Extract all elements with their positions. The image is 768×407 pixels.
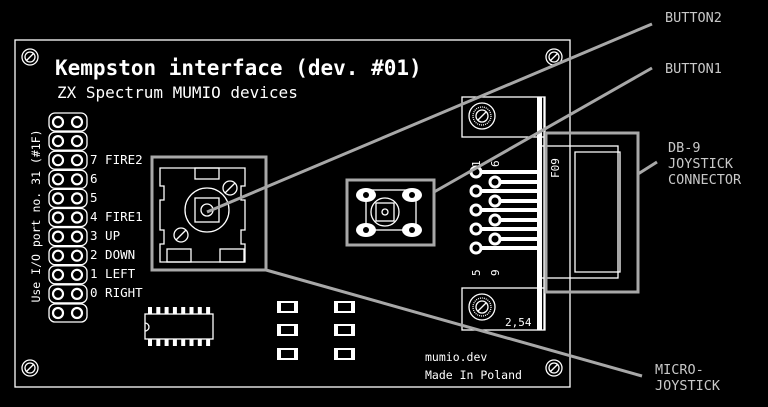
db9-pins (469, 165, 538, 255)
smd-component (334, 301, 355, 313)
pitch-label: 2,54 (505, 316, 532, 329)
header-pin-pair (48, 284, 88, 304)
db9-pin (488, 213, 502, 227)
pin-label: 4 FIRE1 (90, 209, 143, 224)
header-pin-pair (48, 112, 88, 132)
callout-db9-line2: JOYSTICK (668, 156, 734, 172)
smd-component (277, 324, 298, 336)
pin-header (48, 112, 88, 323)
callout-db9-line3: CONNECTOR (668, 172, 742, 188)
board-outline (14, 39, 571, 388)
header-pin-pair (48, 246, 88, 266)
db9-pin (469, 184, 483, 198)
smd-component (334, 348, 355, 360)
callout-button1: BUTTON1 (665, 61, 722, 77)
io-port-note: Use I/O port no. 31 (#1F) (29, 129, 43, 302)
smd-pads (277, 301, 355, 360)
db9-leader-line (637, 160, 658, 176)
db9-pin1-label: 1 (470, 160, 483, 167)
pin-label: 5 (90, 190, 98, 205)
button-footprint (356, 188, 422, 237)
db9-pin (488, 194, 502, 208)
callout-micro-line1: MICRO- (655, 362, 704, 378)
pin-label: 3 UP (90, 228, 120, 243)
db9-pin (469, 222, 483, 236)
db9-pin6-label: 6 (489, 160, 502, 167)
button1-leader-line (433, 66, 653, 194)
header-pin-pair (48, 188, 88, 209)
mounting-holes (21, 48, 563, 377)
board-subtitle: ZX Spectrum MUMIO devices (57, 83, 298, 102)
smd-component (277, 301, 298, 313)
db9-pin (469, 241, 483, 255)
header-pin-pair (48, 169, 88, 189)
micro-joystick-leader-line (265, 268, 643, 378)
smd-component (334, 324, 355, 336)
pin-label: 1 LEFT (90, 266, 136, 281)
smd-component (277, 348, 298, 360)
ic-soic (144, 307, 214, 346)
pin-label: 6 (90, 171, 98, 186)
db9-pin (469, 203, 483, 217)
header-pin-pair (48, 265, 88, 285)
header-pin-pair (48, 150, 88, 170)
header-pin-pair (48, 131, 88, 151)
footer-url: mumio.dev (425, 350, 487, 364)
db9-footprint (461, 96, 621, 331)
pin-label: 0 RIGHT (90, 285, 143, 300)
pin-label: 2 DOWN (90, 247, 135, 262)
callout-db9-line1: DB-9 (668, 140, 701, 156)
callout-micro-line2: JOYSTICK (655, 378, 721, 394)
footer-made-in: Made In Poland (425, 368, 522, 382)
header-pin-pair (48, 226, 88, 247)
db9-highlight (544, 131, 640, 294)
db9-pin (488, 232, 502, 246)
pin-label: 7 FIRE2 (90, 152, 143, 167)
micro-joystick-highlight (150, 155, 268, 272)
connector-ref: F09 (549, 158, 562, 178)
db9-pin9-label: 9 (489, 269, 502, 276)
callout-button2: BUTTON2 (665, 10, 722, 26)
board-title: Kempston interface (dev. #01) (55, 56, 422, 80)
db9-pin (488, 175, 502, 189)
header-pin-pair (48, 207, 88, 228)
header-pin-pair (48, 303, 88, 323)
button2-leader-line (206, 22, 653, 214)
micro-joystick-footprint (159, 167, 246, 263)
db9-pin5-label: 5 (470, 269, 483, 276)
button-highlight (345, 178, 436, 247)
